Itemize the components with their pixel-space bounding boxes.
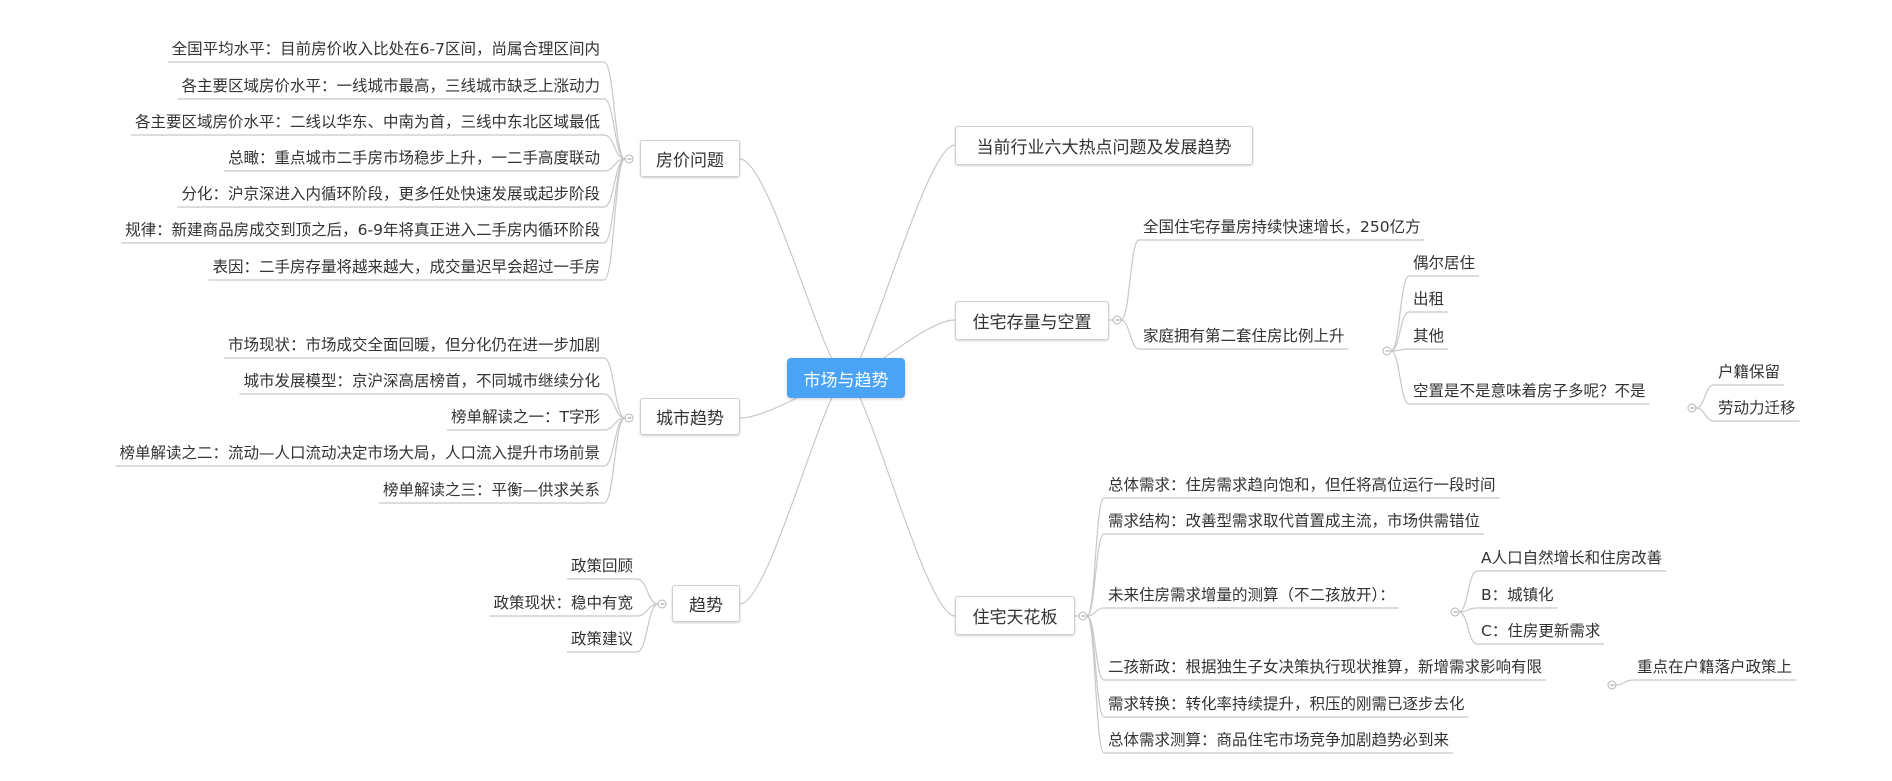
subtopic-item[interactable]: 重点在户籍落户政策上 <box>1637 658 1793 676</box>
connector-line <box>1086 615 1105 718</box>
connector-line <box>1086 615 1105 754</box>
connector-line <box>636 578 659 605</box>
connector-line <box>603 158 626 208</box>
subtopic-item[interactable]: 其他 <box>1413 327 1445 345</box>
connector-line <box>636 603 659 617</box>
connector-line <box>1390 350 1410 405</box>
connector-line <box>845 144 956 379</box>
connector-line <box>603 417 626 504</box>
collapse-toggle-house-price[interactable] <box>624 154 634 164</box>
connector-line <box>636 603 659 653</box>
subtopic-item[interactable]: 总瞰：重点城市二手房市场稳步上升，一二手高度联动 <box>227 149 600 167</box>
connector-line <box>1120 319 1140 350</box>
collapse-toggle-housing-ceiling[interactable] <box>1078 611 1088 621</box>
collapse-toggle-stock-vacancy[interactable] <box>1112 315 1122 325</box>
connector-line <box>1695 407 1715 422</box>
root-topic[interactable]: 市场与趋势 <box>787 358 905 398</box>
connector-line <box>603 393 626 419</box>
subtopic-item[interactable]: 政策现状：稳中有宽 <box>493 594 633 612</box>
connector-line <box>1086 615 1105 681</box>
subtopic-item[interactable]: 总体需求：住房需求趋向饱和，但任将高位运行一段时间 <box>1108 476 1496 494</box>
connector-line <box>1458 570 1478 613</box>
subtopic-item[interactable]: 分化：沪京深进入内循环阶段，更多任处快速发展或起步阶段 <box>181 185 600 203</box>
collapse-toggle-demand-estimate[interactable] <box>1450 607 1460 617</box>
subtopic-item[interactable]: A人口自然增长和住房改善 <box>1481 549 1663 567</box>
connector-line <box>1615 679 1634 686</box>
subtopic-item[interactable]: 出租 <box>1413 290 1445 308</box>
connector-line <box>603 417 626 431</box>
subtopic-item[interactable]: 各主要区域房价水平：一线城市最高，三线城市缺乏上涨动力 <box>181 77 600 95</box>
subtopic-item[interactable]: 表因：二手房存量将越来越大，成交量迟早会超过一手房 <box>212 258 600 276</box>
connector-line <box>1390 348 1410 352</box>
connector-line <box>603 158 626 244</box>
connector-line <box>1458 611 1478 645</box>
subtopic-item[interactable]: 规律：新建商品房成交到顶之后，6-9年将真正进入二手房内循环阶段 <box>125 221 600 239</box>
subtopic-item[interactable]: 各主要区域房价水平：二线以华东、中南为首，三线中东北区域最低 <box>134 113 600 131</box>
connector-line <box>739 377 847 605</box>
topic-city-trend[interactable]: 城市趋势 <box>640 398 740 435</box>
collapse-toggle-second-home[interactable] <box>1382 346 1392 356</box>
connector-line <box>845 377 956 617</box>
subtopic-item[interactable]: 榜单解读之三：平衡—供求关系 <box>382 481 600 499</box>
collapse-toggle-two-child[interactable] <box>1607 680 1617 690</box>
connector-line <box>1086 533 1105 617</box>
connector-line <box>603 158 626 281</box>
subtopic-item[interactable]: 总体需求测算：商品住宅市场竞争加剧趋势必到来 <box>1108 731 1450 749</box>
subtopic-item[interactable]: 政策回顾 <box>570 557 633 575</box>
subtopic-item[interactable]: 未来住房需求增量的测算（不二孩放开）： <box>1108 586 1395 604</box>
subtopic-item[interactable]: 城市发展模型：京沪深高居榜首，不同城市继续分化 <box>243 372 600 390</box>
topic-stock-vacancy[interactable]: 住宅存量与空置 <box>955 301 1109 340</box>
connector-line <box>603 417 626 467</box>
subtopic-item[interactable]: 榜单解读之一：T字形 <box>451 408 600 426</box>
subtopic-item[interactable]: 政策建议 <box>570 630 633 648</box>
connector-line <box>1390 275 1410 352</box>
connector-line <box>603 61 626 160</box>
subtopic-item[interactable]: 家庭拥有第二套住房比例上升 <box>1143 327 1345 345</box>
subtopic-item[interactable]: 二孩新政：根据独生子女决策执行现状推算，新增需求影响有限 <box>1108 658 1543 676</box>
topic-house-price[interactable]: 房价问题 <box>640 140 740 177</box>
connector-line <box>1695 384 1715 409</box>
subtopic-item[interactable]: 需求结构：改善型需求取代首置成主流，市场供需错位 <box>1108 512 1481 530</box>
connector-line <box>1458 607 1478 613</box>
subtopic-item[interactable]: B：城镇化 <box>1481 586 1554 604</box>
subtopic-item[interactable]: 偶尔居住 <box>1413 254 1476 272</box>
subtopic-item[interactable]: 户籍保留 <box>1718 363 1781 381</box>
connector-line <box>739 158 847 379</box>
connector-line <box>603 134 626 160</box>
collapse-toggle-trend[interactable] <box>657 599 667 609</box>
topic-housing-ceiling[interactable]: 住宅天花板 <box>955 596 1075 635</box>
subtopic-item[interactable]: 需求转换：转化率持续提升，积压的刚需已逐步去化 <box>1108 695 1465 713</box>
connector-line <box>603 158 626 172</box>
subtopic-item[interactable]: 市场现状：市场成交全面回暖，但分化仍在进一步加剧 <box>227 336 600 354</box>
connector-line <box>1390 311 1410 352</box>
topic-hot-issues[interactable]: 当前行业六大热点问题及发展趋势 <box>955 126 1253 165</box>
subtopic-item[interactable]: C：住房更新需求 <box>1481 622 1601 640</box>
connector-line <box>1086 497 1105 617</box>
connector-line <box>1120 239 1140 321</box>
connector-line <box>603 357 626 419</box>
subtopic-item[interactable]: 榜单解读之二：流动—人口流动决定市场大局，人口流入提升市场前景 <box>119 444 600 462</box>
topic-trend[interactable]: 趋势 <box>672 585 740 622</box>
subtopic-item[interactable]: 全国平均水平：目前房价收入比处在6-7区间，尚属合理区间内 <box>171 40 600 58</box>
collapse-toggle-vacancy-question[interactable] <box>1687 403 1697 413</box>
connector-line <box>603 98 626 160</box>
subtopic-item[interactable]: 劳动力迁移 <box>1718 399 1796 417</box>
connector-line <box>1086 607 1105 617</box>
subtopic-item[interactable]: 空置是不是意味着房子多呢？不是 <box>1413 382 1646 400</box>
collapse-toggle-city-trend[interactable] <box>624 413 634 423</box>
subtopic-item[interactable]: 全国住宅存量房持续快速增长，250亿方 <box>1143 218 1421 236</box>
